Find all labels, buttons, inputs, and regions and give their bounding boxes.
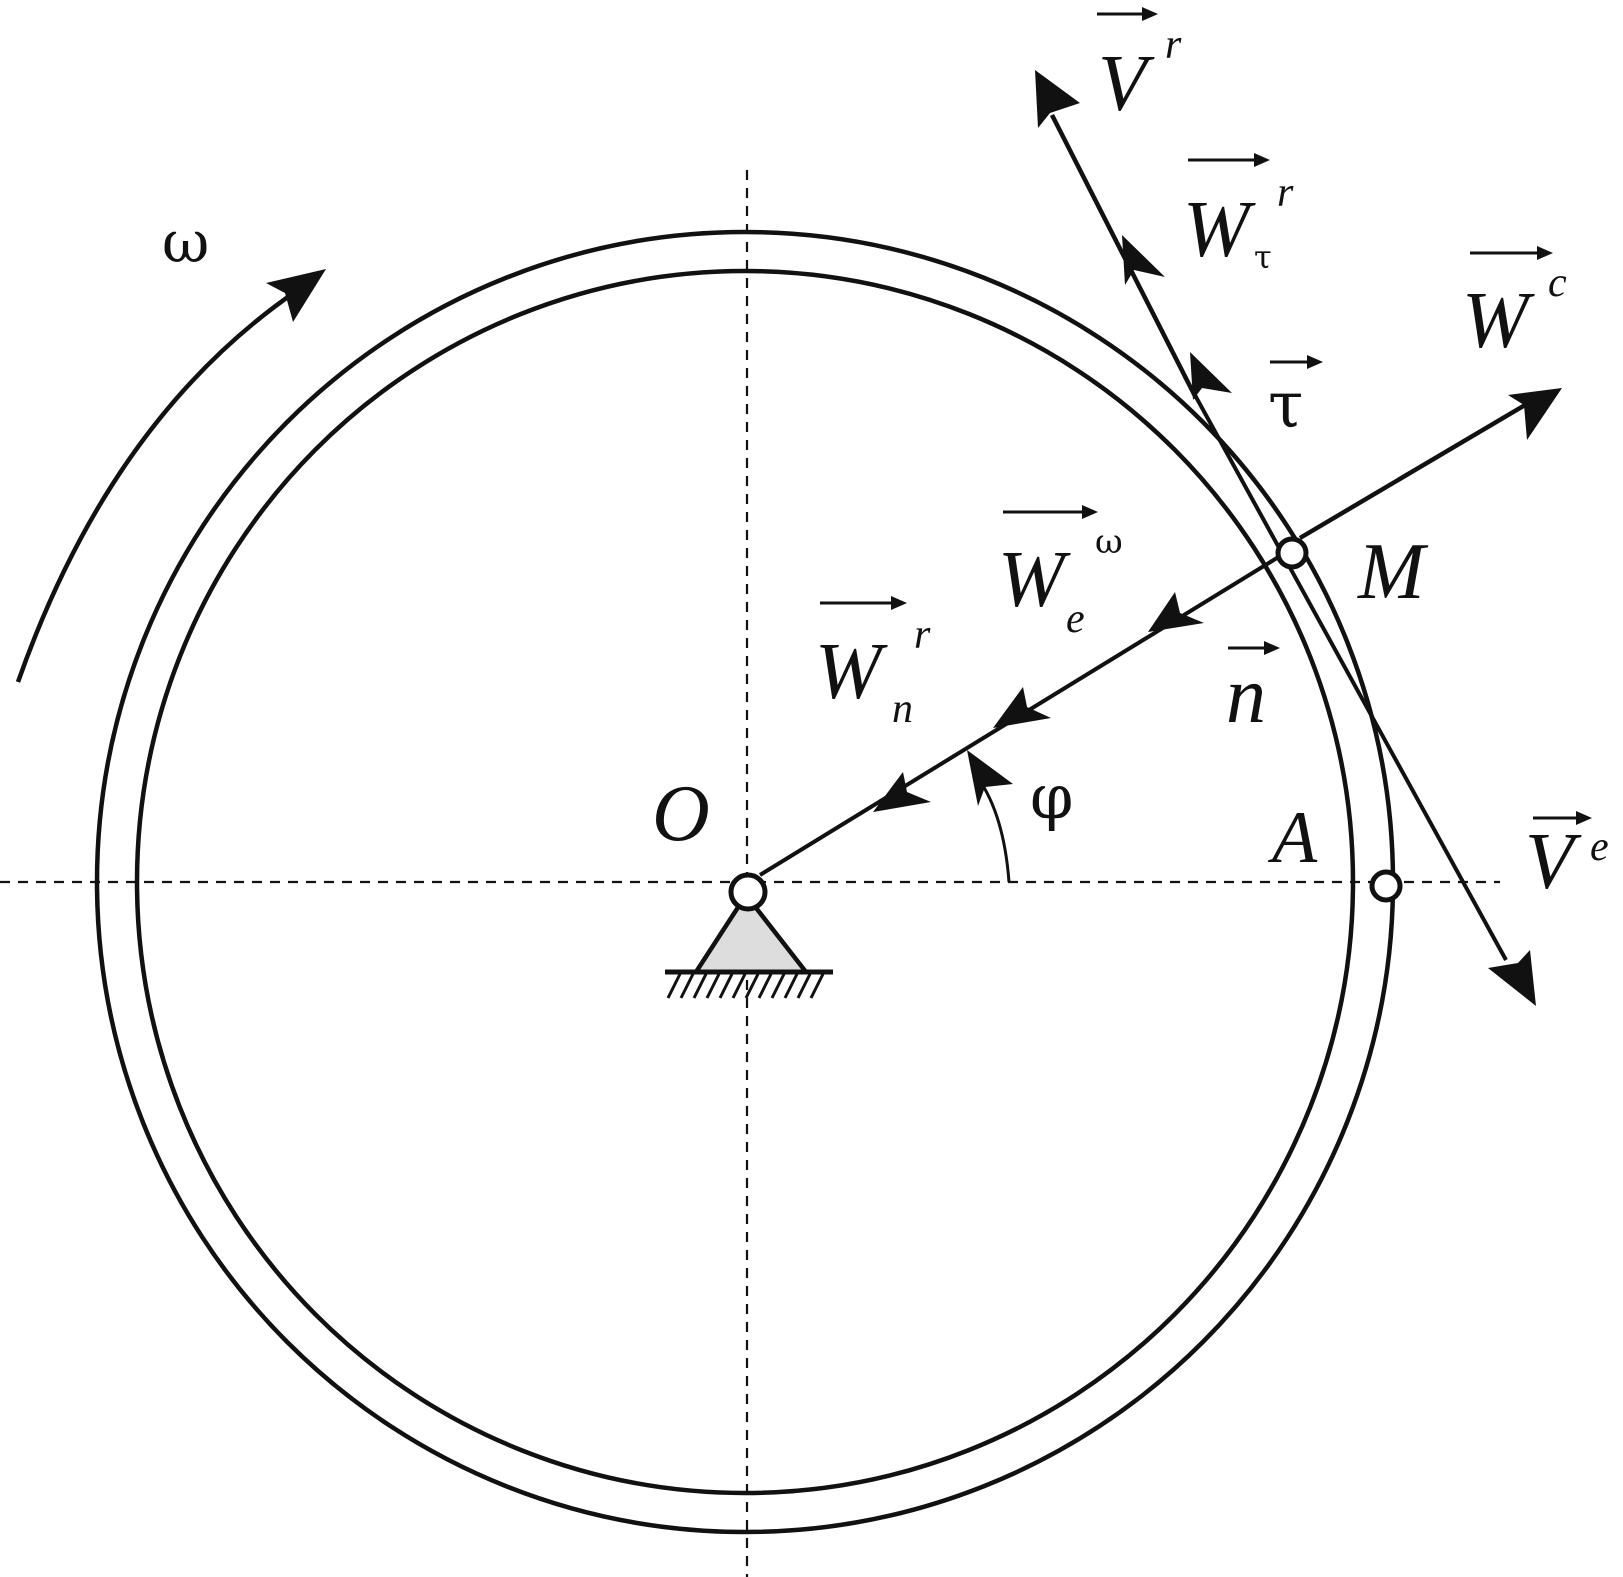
ve-label-sup: e [1590,824,1609,870]
phi-label: φ [1030,760,1073,833]
wn-r-label-sup: r [914,612,931,658]
phi-arrowhead [967,750,1013,806]
ve-label: V [1525,818,1582,906]
wn-r-arrowhead [873,772,931,812]
w-tau-r-label: W [1183,186,1256,274]
wc-arrowhead [1508,388,1562,440]
n-arrowhead [993,687,1051,728]
wc-label-sup: c [1548,260,1567,306]
wn-r-label-sub: n [892,686,913,732]
wc-label: W [1462,277,1535,365]
we-omega-label-sup: ω [1095,522,1123,562]
w-tau-r-label-sup: r [1277,170,1294,216]
ve-arrowhead [1488,950,1536,1006]
tau-label: τ [1268,369,1303,443]
o-label: O [652,770,710,858]
a-label: A [1267,797,1318,879]
vr-arrowhead [1035,70,1080,128]
we-omega-label-sub: e [1066,596,1085,642]
w-tau-r-arrowhead [1122,235,1165,285]
we-omega-label: W [998,536,1071,624]
tau-arrowhead [1190,352,1232,400]
omega-arrowhead [266,269,326,322]
n-label: n [1226,652,1266,740]
point-a [1369,869,1403,903]
phi-arc [976,777,1011,883]
vr-label: V [1098,40,1155,128]
wc-vector-line [1298,403,1527,540]
omega-arc [15,290,297,683]
wn-r-label: W [815,628,888,716]
w-tau-r-label-sub: τ [1254,238,1272,276]
we-omega-arrowhead [1148,592,1204,632]
label-vector-arrows [820,7,1592,825]
point-o [728,872,768,912]
support-hatching [666,973,825,999]
point-m [1275,536,1309,570]
vr-label-sup: r [1165,22,1182,68]
tangent-line [1183,376,1508,961]
m-label: M [1357,528,1429,616]
omega-label: ω [162,208,209,276]
